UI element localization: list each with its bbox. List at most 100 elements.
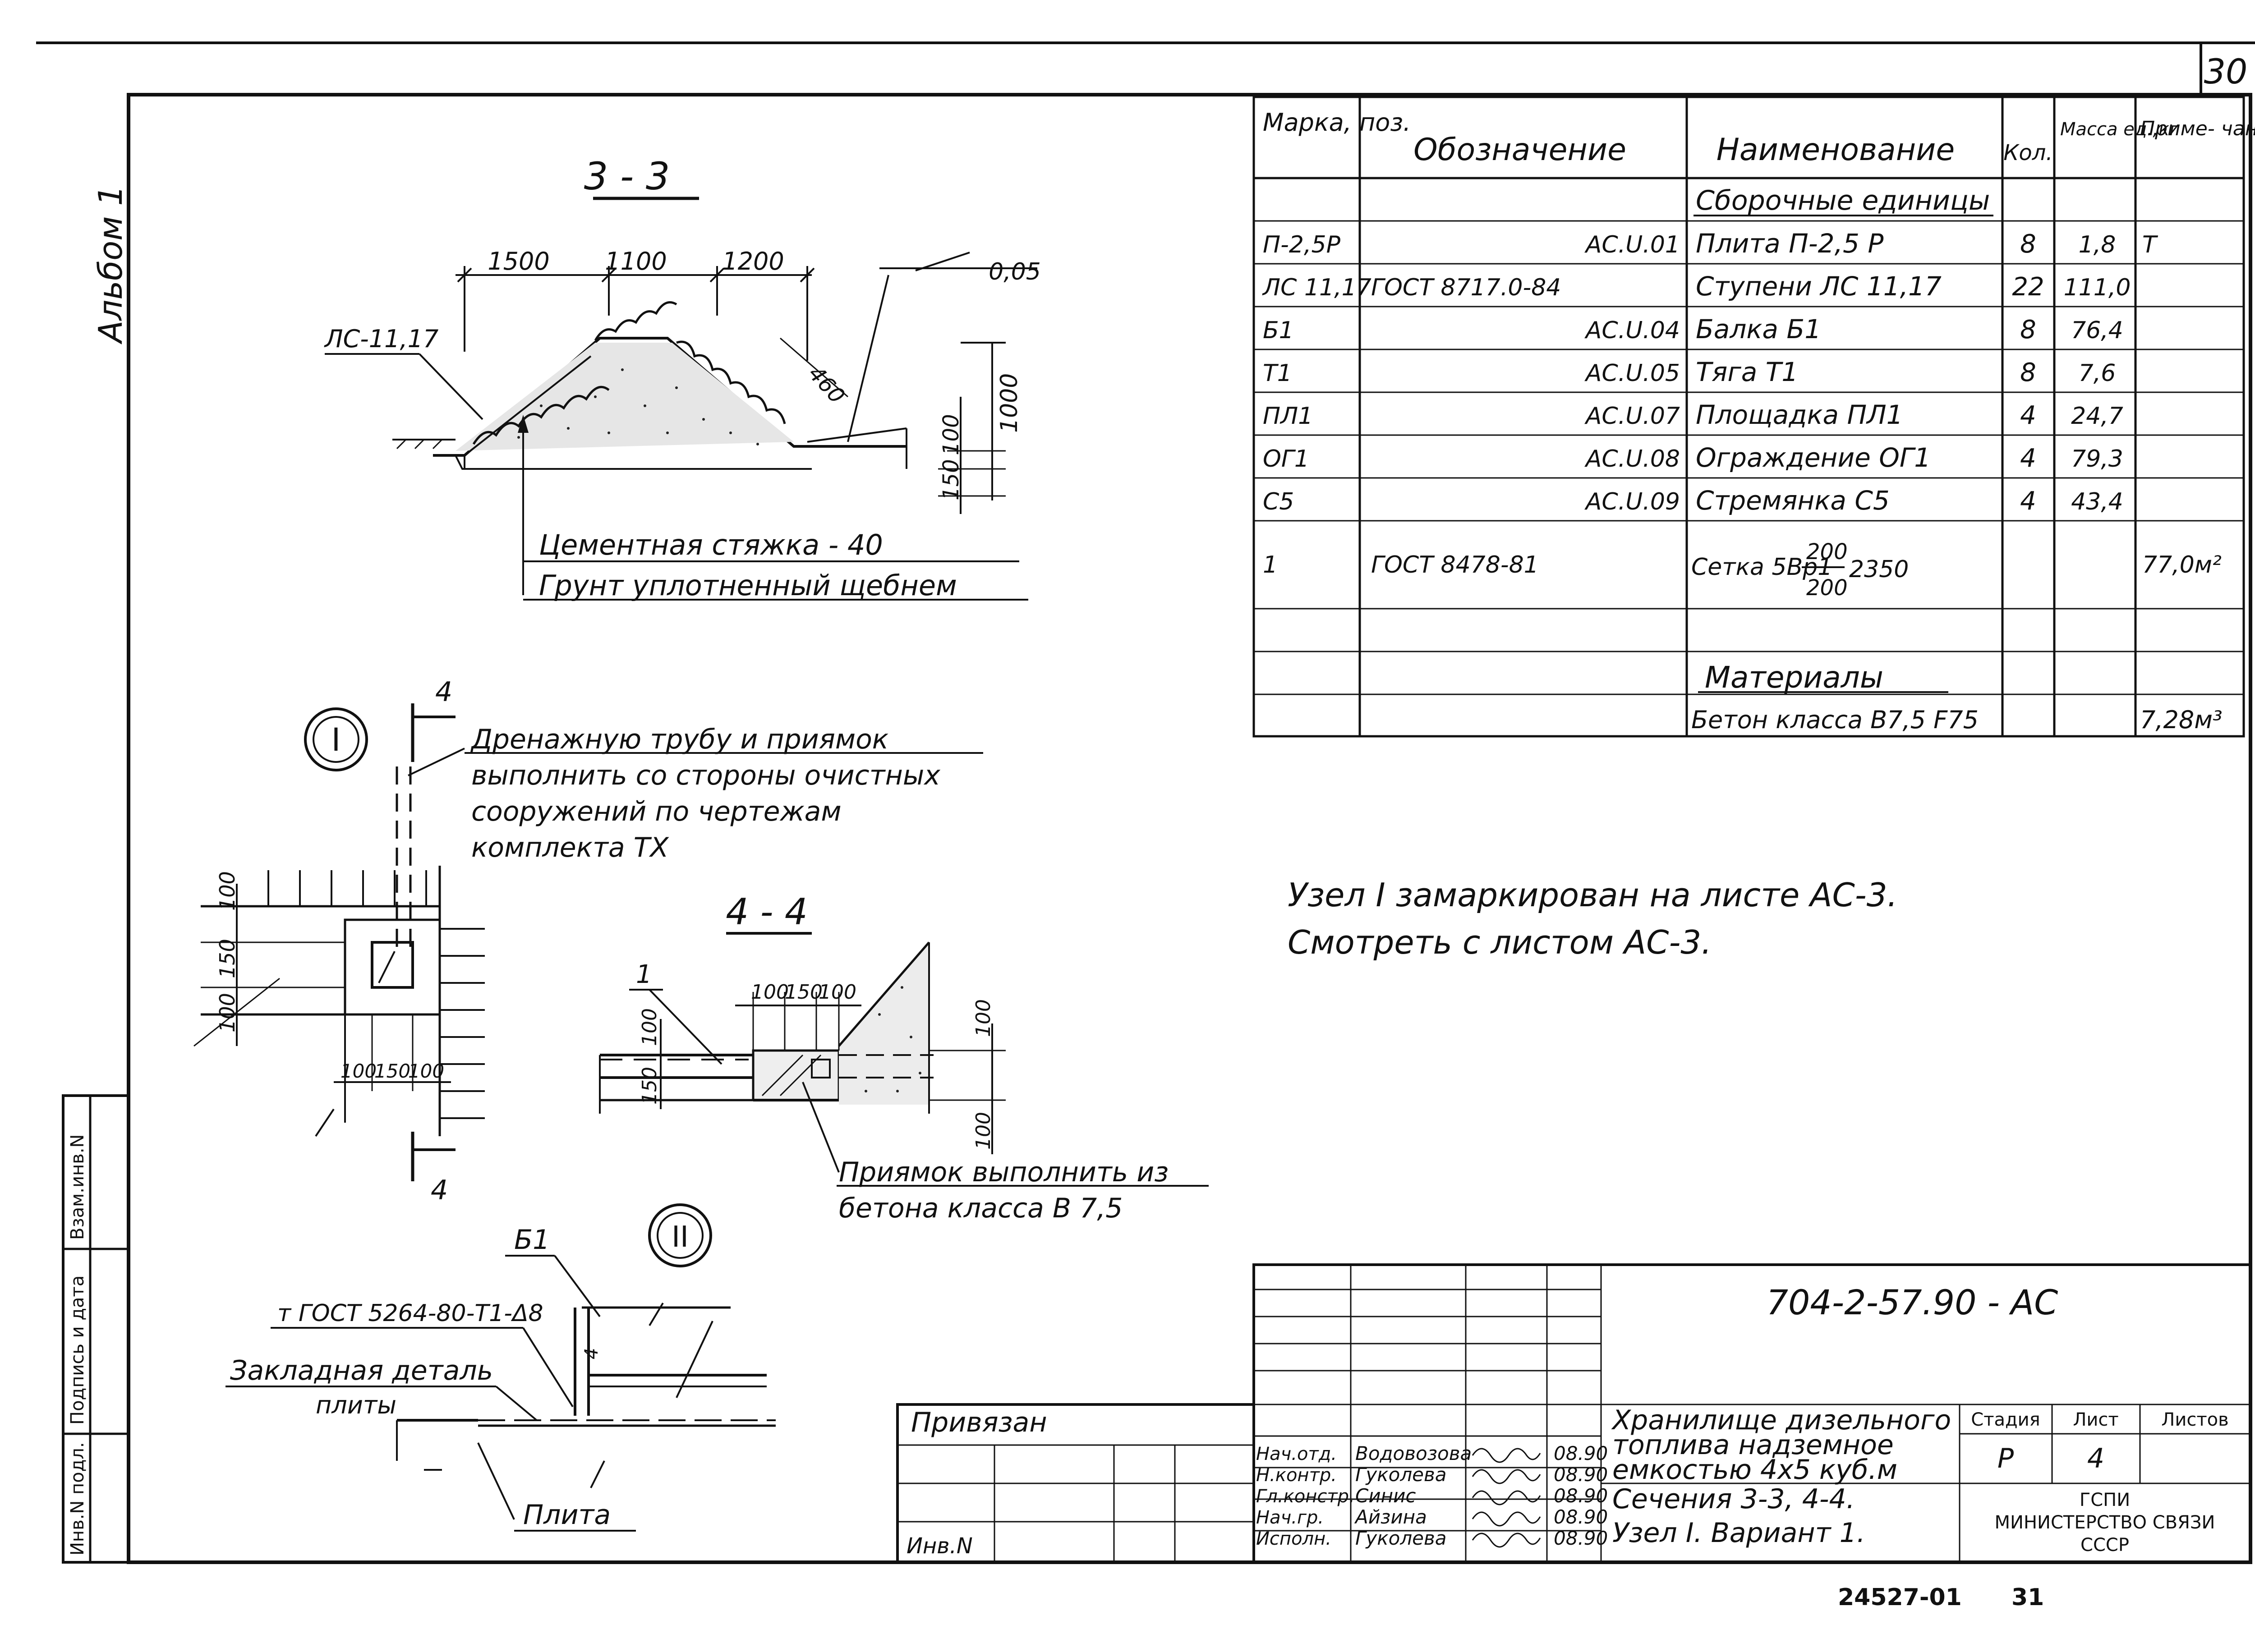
spec-cell: Т bbox=[2142, 231, 2158, 258]
spec-cell: Тяга Т1 bbox=[1696, 357, 1798, 387]
svg-text:100: 100 bbox=[972, 1112, 995, 1150]
svg-text:Р: Р bbox=[1997, 1443, 2014, 1474]
spec-cell: П-2,5Р bbox=[1263, 231, 1341, 258]
svg-text:Сборочные единицы: Сборочные единицы bbox=[1696, 185, 1990, 216]
section-4-4: 4 - 4 1 100 150 bbox=[599, 891, 1209, 1224]
stamp-signature-cell: 08.90 bbox=[1554, 1442, 1608, 1464]
spec-cell: 43,4 bbox=[2071, 488, 2123, 515]
svg-text:1000: 1000 bbox=[996, 373, 1023, 433]
svg-text:150: 150 bbox=[939, 459, 964, 500]
svg-text:Приме- чание: Приме- чание bbox=[2140, 117, 2255, 140]
svg-text:0,05: 0,05 bbox=[989, 258, 1041, 285]
stamp-signature-cell: 08.90 bbox=[1554, 1464, 1608, 1486]
stamp-signature-cell: Айзина bbox=[1354, 1506, 1427, 1528]
spec-cell: 24,7 bbox=[2071, 403, 2123, 430]
spec-cell: ГОСТ 8478-81 bbox=[1371, 551, 1539, 578]
svg-text:Обозначение: Обозначение bbox=[1413, 132, 1626, 168]
spec-cell: АС.U.08 bbox=[1584, 445, 1680, 473]
node-1: I 4 100 150 100 bbox=[193, 676, 983, 1206]
spec-cell: 8 bbox=[2020, 358, 2036, 387]
svg-text:1500: 1500 bbox=[488, 247, 549, 275]
svg-text:100: 100 bbox=[751, 981, 789, 1004]
spec-cell: Плита П-2,5 Р bbox=[1696, 228, 1883, 259]
svg-text:4: 4 bbox=[2087, 1443, 2104, 1474]
spec-cell: АС.U.09 bbox=[1584, 488, 1680, 515]
signature-mark bbox=[1472, 1511, 1541, 1527]
drawing-code: 704-2-57.90 - АС bbox=[1767, 1282, 2058, 1322]
spec-cell: Ступени ЛС 11,17 bbox=[1696, 271, 1942, 302]
svg-text:100: 100 bbox=[638, 1008, 661, 1046]
footer-archive-number: 24527-01 bbox=[1838, 1584, 1962, 1611]
stamp-signature-cell: Гуколева bbox=[1355, 1464, 1447, 1486]
spec-cell: 1,8 bbox=[2079, 231, 2116, 258]
svg-text:100: 100 bbox=[819, 981, 856, 1004]
svg-text:Взам.инв.N: Взам.инв.N bbox=[67, 1134, 88, 1240]
svg-text:2350: 2350 bbox=[1849, 556, 1909, 583]
stamp-signature-cell: Исполн. bbox=[1256, 1528, 1331, 1549]
spec-cell: Ограждение ОГ1 bbox=[1696, 442, 1931, 473]
svg-text:Кол.: Кол. bbox=[2003, 140, 2053, 165]
signature-mark bbox=[1472, 1469, 1541, 1484]
svg-text:Закладная деталь: Закладная деталь bbox=[230, 1355, 493, 1386]
spec-cell: ГОСТ 8717.0-84 bbox=[1371, 274, 1561, 301]
svg-text:Сечения 3-3, 4-4.: Сечения 3-3, 4-4. bbox=[1612, 1483, 1855, 1515]
spec-cell: ОГ1 bbox=[1263, 445, 1309, 473]
spec-cell: Т1 bbox=[1263, 360, 1292, 387]
stamp-signature-cell: 08.90 bbox=[1554, 1527, 1608, 1549]
node-2-mark: II bbox=[672, 1221, 689, 1254]
svg-text:ГСПИ: ГСПИ bbox=[2080, 1490, 2130, 1510]
svg-text:100: 100 bbox=[939, 414, 964, 455]
svg-text:МИНИСТЕРСТВО СВЯЗИ: МИНИСТЕРСТВО СВЯЗИ bbox=[1995, 1512, 2215, 1533]
svg-text:Привязан: Привязан bbox=[911, 1407, 1047, 1438]
spec-cell: АС.U.01 bbox=[1584, 231, 1680, 258]
spec-cell: 7,6 bbox=[2079, 360, 2116, 387]
spec-cell: С5 bbox=[1263, 488, 1294, 515]
drawing-frame bbox=[127, 93, 2252, 1564]
spec-cell: 4 bbox=[2020, 444, 2036, 473]
specification-table: Марка, поз. Обозначение Наименование Кол… bbox=[1252, 96, 2255, 738]
svg-text:200: 200 bbox=[1806, 539, 1848, 564]
stamp-signature-cell: Н.контр. bbox=[1256, 1465, 1337, 1486]
note-line-2: Смотреть с листом АС-3. bbox=[1288, 923, 1712, 961]
stamp-signature-cell: Синис bbox=[1355, 1485, 1416, 1507]
stamp-signature-cell: Нач.гр. bbox=[1256, 1507, 1324, 1528]
signature-mark bbox=[1472, 1490, 1541, 1505]
stamp-signature-cell: Гл.констр. bbox=[1256, 1486, 1355, 1507]
svg-text:4: 4 bbox=[431, 1175, 448, 1206]
spec-cell: 1 bbox=[1263, 551, 1278, 578]
svg-text:емкостью 4х5 куб.м: емкостью 4х5 куб.м bbox=[1612, 1454, 1897, 1486]
svg-text:460: 460 bbox=[803, 361, 850, 409]
signature-mark bbox=[1472, 1448, 1541, 1463]
svg-text:Инв.N подл.: Инв.N подл. bbox=[67, 1442, 88, 1556]
svg-text:т ГОСТ 5264-80-Т1-Δ8: т ГОСТ 5264-80-Т1-Δ8 bbox=[277, 1300, 543, 1327]
svg-text:Бетон класса В7,5 F75: Бетон класса В7,5 F75 bbox=[1691, 706, 1979, 734]
svg-text:ЛС-11,17: ЛС-11,17 bbox=[324, 325, 438, 353]
sheet-number: 30 bbox=[2204, 51, 2248, 92]
svg-text:бетона класса В 7,5: бетона класса В 7,5 bbox=[839, 1193, 1123, 1224]
spec-cell: 8 bbox=[2020, 229, 2036, 259]
svg-text:комплекта ТХ: комплекта ТХ bbox=[471, 832, 669, 863]
svg-text:150: 150 bbox=[215, 939, 239, 978]
album-label: Альбом 1 bbox=[92, 185, 129, 344]
svg-text:СССР: СССР bbox=[2080, 1535, 2129, 1556]
svg-text:Грунт уплотненный щебнем: Грунт уплотненный щебнем bbox=[539, 569, 957, 602]
svg-text:1200: 1200 bbox=[722, 247, 784, 275]
spec-cell: 79,3 bbox=[2071, 445, 2123, 473]
svg-text:1: 1 bbox=[636, 960, 652, 989]
svg-text:Дренажную трубу и приямок: Дренажную трубу и приямок bbox=[470, 724, 888, 755]
svg-text:выполнить со стороны очистных: выполнить со стороны очистных bbox=[471, 760, 940, 791]
spec-cell: ПЛ1 bbox=[1263, 403, 1313, 430]
spec-cell: Стремянка С5 bbox=[1696, 485, 1890, 516]
spec-cell: ЛС 11,17 bbox=[1262, 274, 1371, 301]
svg-text:Приямок выполнить из: Приямок выполнить из bbox=[839, 1156, 1169, 1188]
svg-text:Подпись и дата: Подпись и дата bbox=[67, 1276, 88, 1425]
svg-text:7,28м³: 7,28м³ bbox=[2140, 706, 2223, 734]
svg-text:Наименование: Наименование bbox=[1717, 132, 1955, 168]
section-4-4-title: 4 - 4 bbox=[726, 891, 808, 933]
spec-cell: Балка Б1 bbox=[1696, 314, 1821, 344]
spec-cell: АС.U.07 bbox=[1584, 403, 1680, 430]
spec-cell: Площадка ПЛ1 bbox=[1696, 399, 1903, 430]
svg-text:топлива надземное: топлива надземное bbox=[1612, 1429, 1894, 1461]
spec-cell: АС.U.04 bbox=[1584, 317, 1680, 344]
stamp-signature-cell: 08.90 bbox=[1554, 1485, 1608, 1507]
